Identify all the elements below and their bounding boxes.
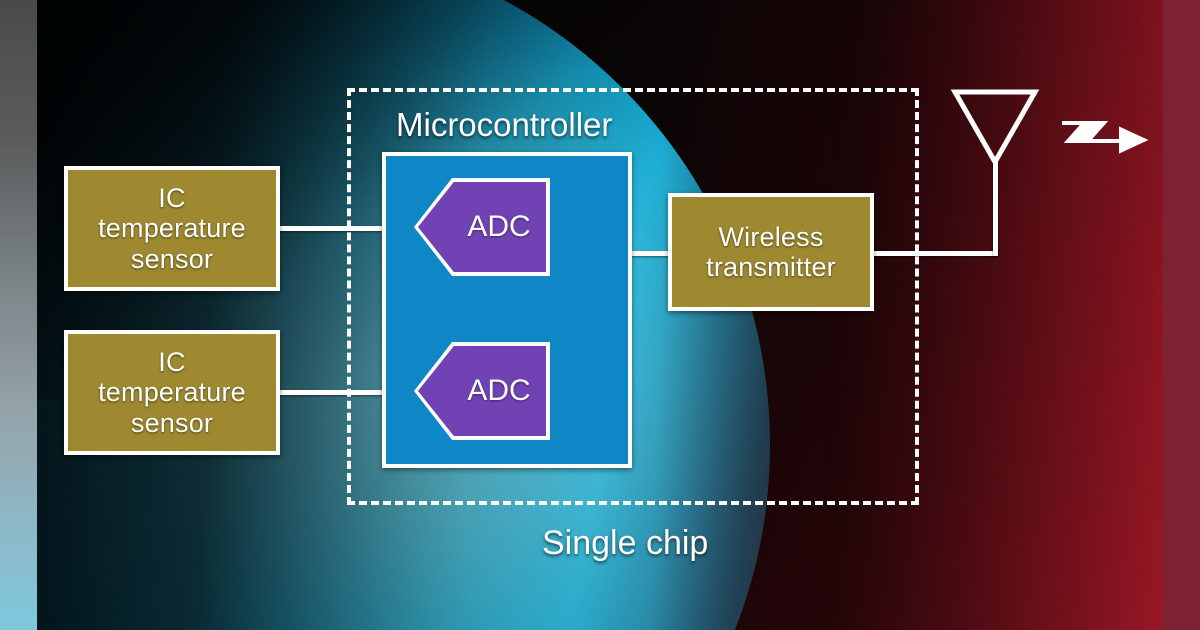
sensor2-text: IC temperature sensor — [98, 347, 246, 439]
wire-mcu-to-transmitter — [628, 251, 680, 256]
single-chip-boundary — [347, 88, 919, 505]
block-ic-temperature-sensor-1[interactable]: IC temperature sensor — [64, 166, 280, 291]
block-wireless-transmitter[interactable]: Wireless transmitter — [668, 193, 874, 311]
microcontroller-label: Microcontroller — [396, 106, 613, 143]
transmitter-line2: transmitter — [706, 252, 836, 282]
sensor2-line2: temperature — [98, 377, 246, 408]
block-ic-temperature-sensor-2[interactable]: IC temperature sensor — [64, 330, 280, 455]
sensor1-line1: IC — [158, 182, 186, 213]
transmitter-text: Wireless transmitter — [706, 222, 836, 283]
wire-antenna-riser — [993, 158, 998, 256]
sensor2-line3: sensor — [130, 407, 214, 438]
wire-transmitter-to-antenna-horizontal — [874, 251, 998, 256]
sensor1-text: IC temperature sensor — [98, 183, 246, 275]
sensor1-line3: sensor — [130, 243, 214, 274]
rf-signal-arrow-icon — [1062, 121, 1149, 154]
antenna-icon — [950, 89, 1040, 168]
transmitter-line1: Wireless — [718, 221, 824, 252]
right-edge-strip — [1163, 0, 1200, 630]
sensor1-line2: temperature — [98, 213, 246, 244]
single-chip-label: Single chip — [542, 524, 709, 562]
left-edge-strip — [0, 0, 37, 630]
sensor2-line1: IC — [158, 346, 186, 377]
